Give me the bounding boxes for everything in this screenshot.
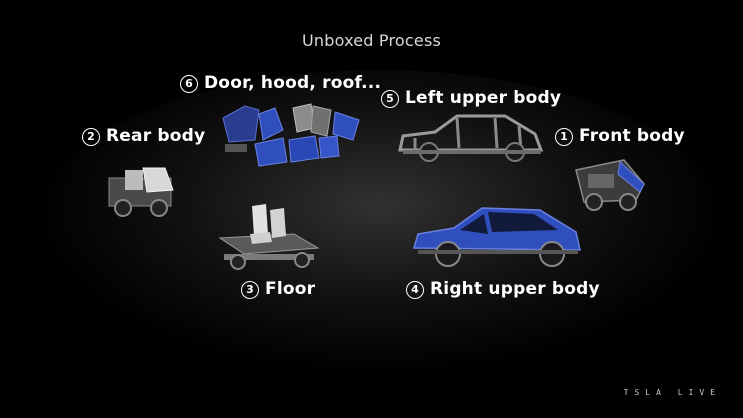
step-4-label: 4 Right upper body [406, 279, 600, 299]
step-6-number: 6 [180, 75, 198, 93]
left-upper-body-part [398, 114, 544, 162]
right-upper-body-part [413, 207, 581, 267]
step-6-label: 6 Door, hood, roof... [180, 73, 381, 93]
doors-hood-roof-parts [222, 103, 360, 167]
front-body-part [575, 159, 645, 211]
step-3-number: 3 [241, 281, 259, 299]
step-3-text: Floor [265, 279, 316, 299]
step-4-text: Right upper body [430, 279, 600, 299]
step-3-label: 3 Floor [241, 279, 315, 299]
tsla-live-watermark: TSLA LIVE [623, 388, 721, 397]
step-1-number: 1 [555, 128, 573, 146]
background-spotlight [40, 70, 720, 370]
diagram-title: Unboxed Process [301, 31, 442, 50]
step-2-label: 2 Rear body [82, 126, 205, 146]
step-6-text: Door, hood, roof... [204, 73, 382, 93]
step-2-text: Rear body [106, 126, 206, 146]
step-1-label: 1 Front body [555, 126, 685, 146]
rear-body-part [108, 167, 174, 217]
step-5-label: 5 Left upper body [381, 88, 561, 108]
step-5-text: Left upper body [405, 88, 562, 108]
step-2-number: 2 [82, 128, 100, 146]
floor-part [218, 204, 320, 270]
step-5-number: 5 [381, 90, 399, 108]
step-4-number: 4 [406, 281, 424, 299]
step-1-text: Front body [579, 126, 685, 146]
